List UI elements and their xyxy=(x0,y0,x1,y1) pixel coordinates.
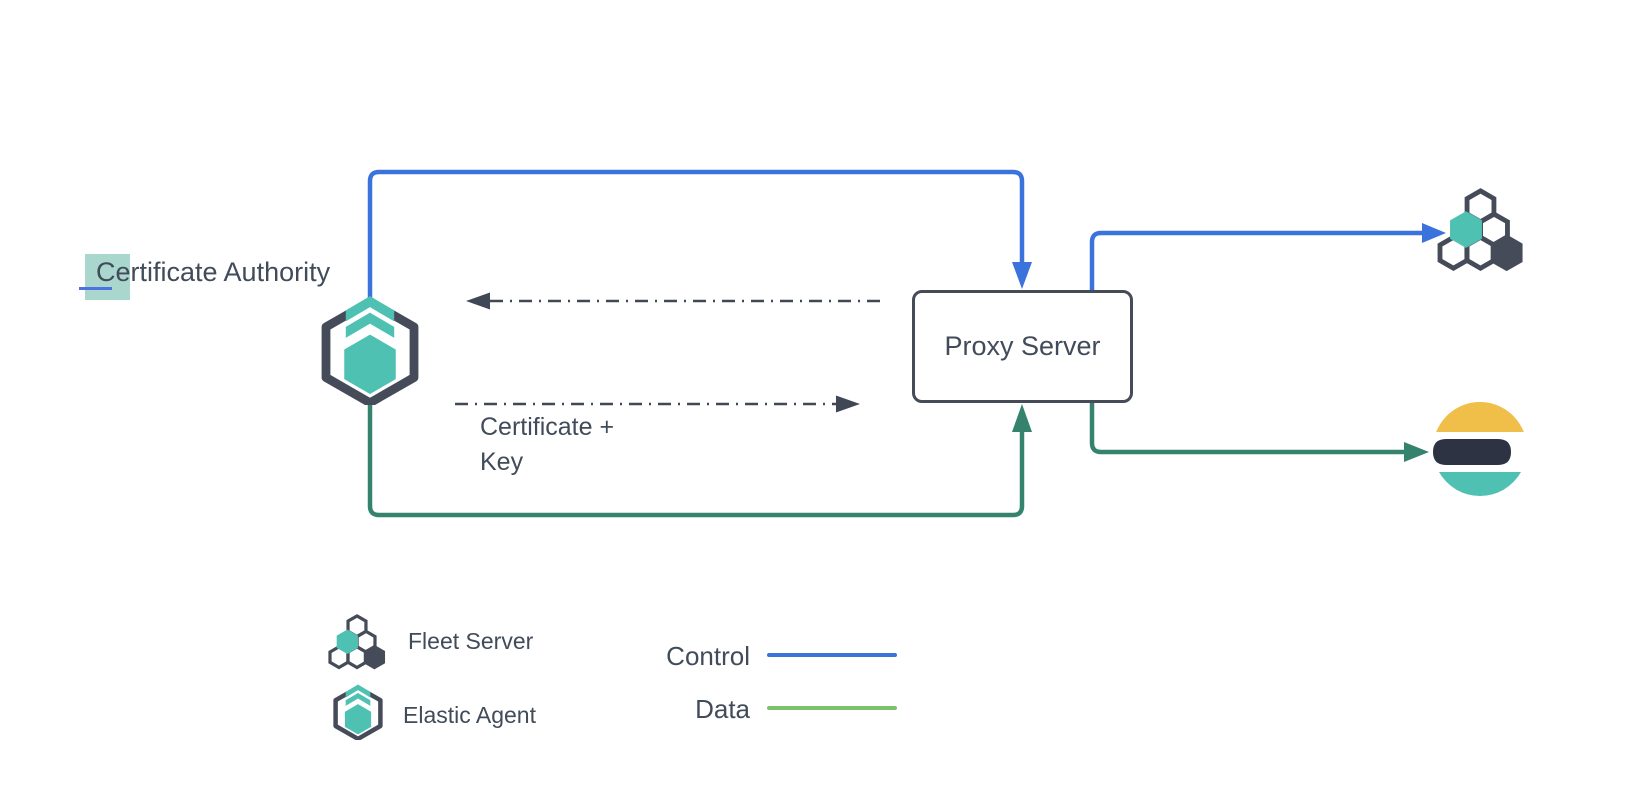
arrowhead-right-icon xyxy=(1404,442,1429,462)
arrowhead-left-icon xyxy=(466,292,490,310)
elasticsearch-icon[interactable] xyxy=(1433,402,1524,497)
control-line xyxy=(367,169,1025,302)
arrowhead-down-icon xyxy=(1012,262,1032,289)
legend-data-line xyxy=(767,706,897,710)
arrowhead-up-icon xyxy=(1012,404,1032,432)
control-connector-proxy-to-fleet[interactable] xyxy=(1089,223,1446,290)
control-line xyxy=(1089,230,1422,290)
legend-fleet-server-icon xyxy=(328,614,386,672)
certificate-authority-label[interactable]: Certificate Authority xyxy=(96,257,331,287)
data-line xyxy=(1089,403,1404,455)
legend-data-label: Data xyxy=(695,694,750,724)
proxy-server-label: Proxy Server xyxy=(944,331,1101,361)
collaborator-cursor xyxy=(79,287,112,290)
legend-fleet-server-label: Fleet Server xyxy=(408,628,534,654)
data-line xyxy=(367,401,1025,518)
dashed-arrow-agent-to-proxy[interactable] xyxy=(455,395,860,413)
text-selection-highlight xyxy=(85,254,130,300)
legend-control-label: Control xyxy=(666,641,750,671)
proxy-server-box[interactable]: Proxy Server xyxy=(912,290,1133,403)
elastic-agent-icon[interactable] xyxy=(326,296,414,403)
dashed-arrow-proxy-to-agent[interactable] xyxy=(466,292,880,310)
arrowhead-right-icon xyxy=(1422,223,1446,243)
fleet-server-icon[interactable] xyxy=(1440,191,1523,271)
data-connector-agent-to-proxy[interactable] xyxy=(367,401,1032,518)
legend-elastic-agent-icon xyxy=(336,685,381,739)
arrowhead-right-icon xyxy=(836,395,860,413)
certificate-key-label[interactable]: Certificate + Key xyxy=(480,413,615,476)
legend-elastic-agent-label: Elastic Agent xyxy=(403,702,536,728)
data-connector-proxy-to-elasticsearch[interactable] xyxy=(1089,403,1429,462)
legend-control-line xyxy=(767,653,897,657)
control-connector-agent-to-proxy[interactable] xyxy=(367,169,1032,302)
